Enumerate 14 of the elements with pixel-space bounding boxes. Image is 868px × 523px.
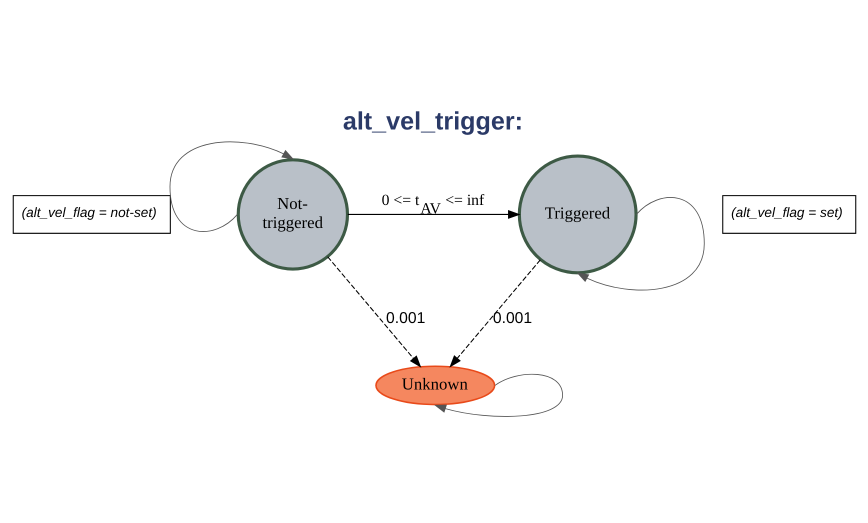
- node-circle: Not-triggered: [236, 158, 349, 271]
- arrow: [576, 197, 704, 290]
- arrow: [434, 374, 563, 417]
- arrow: [326, 256, 421, 368]
- edge-label: 0.001: [386, 310, 425, 328]
- edge-label: 0.001: [492, 310, 532, 328]
- arrow: [448, 260, 540, 368]
- node-ellipse: Unknown: [374, 365, 495, 406]
- node-circle: Triggered: [517, 154, 638, 274]
- diagram-title: alt_vel_trigger:: [342, 107, 523, 136]
- arrow: [347, 210, 520, 219]
- arrow: [169, 142, 294, 232]
- node-box: (alt_vel_flag = not-set): [12, 195, 170, 234]
- node-box: (alt_vel_flag = set): [722, 195, 856, 234]
